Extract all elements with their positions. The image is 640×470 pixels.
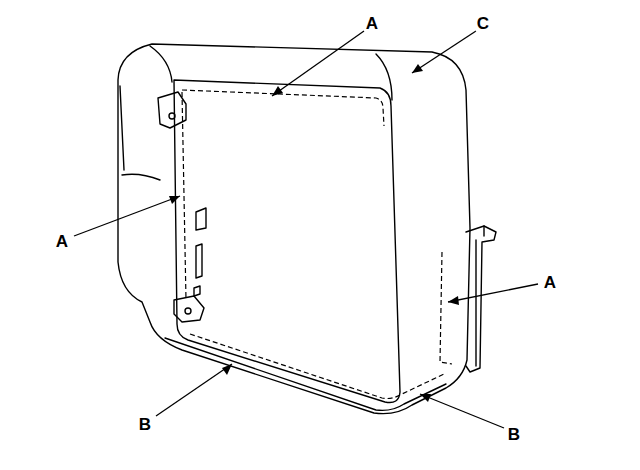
hinge-bracket	[174, 296, 204, 322]
bolster-line	[150, 46, 172, 82]
arrowhead	[169, 196, 180, 204]
arrowhead	[272, 86, 283, 96]
bolster-line	[120, 86, 124, 170]
leader-line	[448, 284, 538, 302]
bolster-line	[122, 174, 160, 180]
rear-panel	[174, 80, 400, 403]
side-bar	[466, 226, 496, 372]
callout-letter: A	[543, 274, 557, 291]
leader-line	[156, 364, 232, 416]
attachment-line-b	[190, 334, 444, 399]
arrowhead	[412, 64, 423, 73]
callout-letter: A	[55, 233, 69, 250]
arrowhead	[222, 364, 232, 375]
hinge-hole	[185, 308, 191, 314]
callout-letter: B	[138, 416, 152, 433]
bolster-line	[376, 54, 392, 100]
hinge-hole	[169, 113, 175, 119]
leader-line	[420, 394, 504, 428]
arrowhead	[448, 296, 459, 305]
callout-letter: C	[476, 15, 490, 32]
attachment-line-a	[182, 90, 384, 126]
callout-letter: A	[365, 15, 379, 32]
arrowhead	[420, 394, 431, 402]
attachment-line-a	[440, 252, 452, 364]
fitting	[196, 244, 202, 278]
callout-letter: B	[507, 426, 521, 443]
fitting	[194, 286, 200, 296]
leader-line	[272, 31, 364, 96]
leader-line	[74, 196, 180, 236]
bottom-trim	[165, 338, 446, 410]
seat-back-outline	[118, 44, 470, 414]
fitting	[196, 208, 206, 230]
leader-line	[412, 31, 476, 73]
attachment-line-a	[182, 92, 186, 300]
